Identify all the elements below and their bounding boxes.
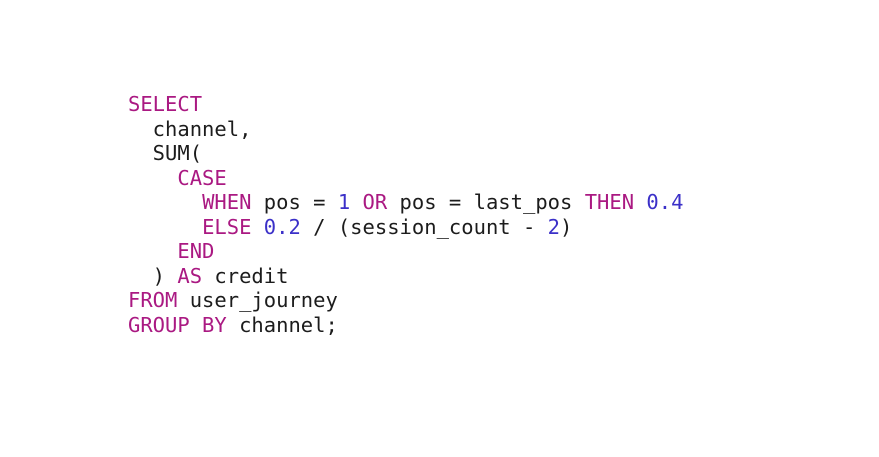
code-line: WHEN pos = 1 OR pos = last_pos THEN 0.4 (128, 190, 683, 215)
code-line: END (128, 239, 683, 264)
code-token-plain: SUM( (128, 141, 203, 165)
code-token-keyword: GROUP BY (128, 312, 227, 337)
code-token-number: 2 (547, 214, 560, 239)
code-token-keyword: ELSE (202, 214, 252, 239)
code-token-plain (350, 190, 362, 214)
code-line: channel, (128, 117, 683, 142)
code-token-keyword: SELECT (128, 92, 203, 116)
sql-code-block: SELECT channel, SUM( CASE WHEN pos = 1 O… (128, 92, 683, 337)
code-token-plain: credit (202, 263, 289, 288)
code-line: GROUP BY channel; (128, 313, 683, 338)
code-token-plain: channel; (226, 312, 338, 337)
code-token-plain (128, 215, 202, 239)
code-line: CASE (128, 166, 683, 191)
code-token-plain: ) (128, 263, 178, 288)
code-token-keyword: END (177, 239, 215, 263)
code-line: ) AS credit (128, 264, 683, 289)
code-token-number: 0.2 (263, 214, 301, 239)
code-token-plain (251, 215, 263, 239)
code-token-keyword: WHEN (202, 190, 252, 214)
code-token-plain: pos = last_pos (387, 190, 585, 214)
code-token-plain: ) (560, 214, 573, 239)
code-token-keyword: THEN (584, 190, 635, 214)
code-token-plain: channel, (128, 116, 252, 141)
code-token-keyword: OR (362, 190, 388, 214)
code-token-keyword: FROM (128, 288, 178, 312)
code-line: ELSE 0.2 / (session_count - 2) (128, 215, 683, 240)
code-token-keyword: CASE (177, 165, 227, 190)
code-token-plain (128, 166, 177, 190)
code-line: FROM user_journey (128, 288, 683, 313)
code-token-plain: pos = (251, 190, 338, 214)
code-token-plain (128, 239, 177, 263)
code-token-plain (128, 190, 202, 214)
code-line: SELECT (128, 92, 683, 117)
code-token-number: 1 (337, 190, 351, 214)
code-line: SUM( (128, 141, 683, 166)
code-token-keyword: AS (177, 263, 203, 288)
code-token-plain: / (session_count - (300, 214, 548, 239)
code-token-plain (634, 190, 646, 214)
code-token-plain: user_journey (177, 288, 338, 312)
code-token-number: 0.4 (646, 190, 684, 214)
